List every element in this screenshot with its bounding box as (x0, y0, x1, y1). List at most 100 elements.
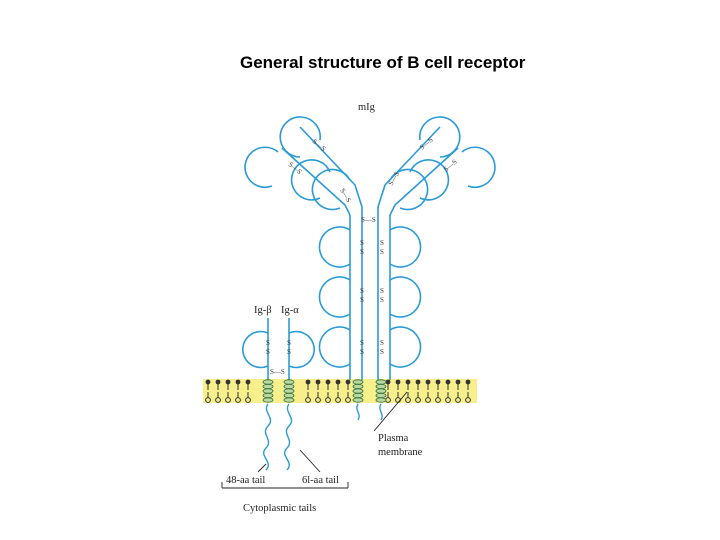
lipid-head (405, 379, 411, 385)
lipid-head (395, 379, 401, 385)
helix-turn (352, 397, 364, 403)
mig-tail-right (379, 403, 383, 421)
helix-turn (352, 392, 364, 399)
domain-circle (409, 159, 450, 201)
domain-circle (318, 226, 351, 268)
domain-circle (279, 116, 322, 158)
helix-turn (262, 397, 274, 403)
lipid-head (325, 379, 331, 385)
svg-text:S: S (380, 296, 384, 304)
svg-text:S—S: S—S (387, 170, 401, 187)
lipid-head (345, 379, 351, 385)
domain-circle (389, 168, 429, 211)
mig-molecule (242, 116, 496, 380)
domain-circle (288, 330, 315, 369)
svg-text:S: S (360, 348, 364, 356)
domain-circle (311, 168, 351, 211)
helix-turn (375, 392, 387, 399)
svg-text:S: S (380, 239, 384, 247)
svg-text:S: S (266, 348, 270, 356)
helix-turn (375, 379, 387, 385)
left-arm-outline (299, 126, 363, 208)
svg-text:S: S (360, 296, 364, 304)
svg-text:S: S (380, 339, 384, 347)
domain-circle (418, 116, 461, 158)
lipid-head (205, 379, 211, 385)
label-ig-alpha: Ig-α (281, 305, 299, 316)
helix-turn (262, 392, 274, 399)
svg-text:S: S (360, 339, 364, 347)
lipid-head (385, 379, 391, 385)
disulfide-bonds: S—S SS SS SS SS SS SS SS SS S—S S—S S—S … (266, 136, 459, 376)
svg-text:S: S (360, 248, 364, 256)
svg-text:S: S (287, 348, 291, 356)
right-arm-inner (389, 147, 459, 216)
svg-text:S: S (287, 339, 291, 347)
label-membrane: membrane (378, 447, 423, 458)
label-cytoplasmic-tails: Cytoplasmic tails (243, 503, 316, 514)
svg-text:S: S (360, 287, 364, 295)
plasma-membrane (203, 379, 477, 403)
lipid-head (445, 379, 451, 385)
lipid-head (315, 379, 321, 385)
helix-turn (375, 397, 387, 403)
lipid-head (425, 379, 431, 385)
domain-circle (318, 326, 351, 368)
right-arm-outline (377, 126, 441, 208)
svg-text:S—S: S—S (311, 137, 328, 153)
svg-text:S: S (380, 348, 384, 356)
domain-circle (389, 226, 422, 268)
lipid-head (225, 379, 231, 385)
lipid-head (455, 379, 461, 385)
helix-turn (262, 383, 274, 390)
helix-turn (283, 383, 295, 390)
domain-circle (242, 330, 269, 369)
domain-circle (290, 159, 331, 201)
domain-circle (461, 146, 496, 189)
helix-turn (375, 383, 387, 390)
label-48aa-tail: 48-aa tail (226, 475, 265, 486)
lipid-head (235, 379, 241, 385)
svg-text:S—S: S—S (418, 136, 435, 152)
label-mig: mIg (358, 102, 376, 113)
diagram-title: General structure of B cell receptor (240, 53, 526, 72)
domain-circle (244, 146, 279, 189)
lipid-head (305, 379, 311, 385)
helix-turn (283, 392, 295, 399)
svg-text:S—S: S—S (270, 368, 285, 376)
lipid-head (465, 379, 471, 385)
tail-61aa (284, 403, 293, 471)
lipid-head (415, 379, 421, 385)
lipid-bilayer (205, 379, 471, 403)
label-plasma: Plasma (378, 433, 409, 444)
leader-lines (221, 391, 408, 489)
helix-turn (283, 388, 295, 394)
lipid-head (245, 379, 251, 385)
domain-circle (318, 276, 351, 318)
cytoplasmic-tails (263, 403, 383, 471)
label-61aa-tail: 6l-aa tail (302, 475, 339, 486)
svg-text:S: S (266, 339, 270, 347)
disulfide-mark: S—S (361, 216, 376, 224)
helix-turn (352, 388, 364, 394)
lipid-head (215, 379, 221, 385)
transmembrane-helices (262, 379, 387, 403)
svg-text:S: S (380, 287, 384, 295)
left-arm-inner (281, 147, 351, 216)
helix-turn (352, 379, 364, 385)
lipid-head (335, 379, 341, 385)
lipid-head (435, 379, 441, 385)
domain-circle (389, 276, 422, 318)
domain-circle (389, 326, 422, 368)
helix-turn (375, 388, 387, 394)
helix-turn (262, 379, 274, 385)
helix-turn (352, 383, 364, 390)
helix-turn (283, 397, 295, 403)
svg-text:S: S (360, 239, 364, 247)
mig-tail-left (356, 403, 360, 421)
label-ig-beta: Ig-β (254, 305, 272, 316)
tail-48aa (263, 403, 272, 471)
helix-turn (262, 388, 274, 394)
helix-turn (283, 379, 295, 385)
